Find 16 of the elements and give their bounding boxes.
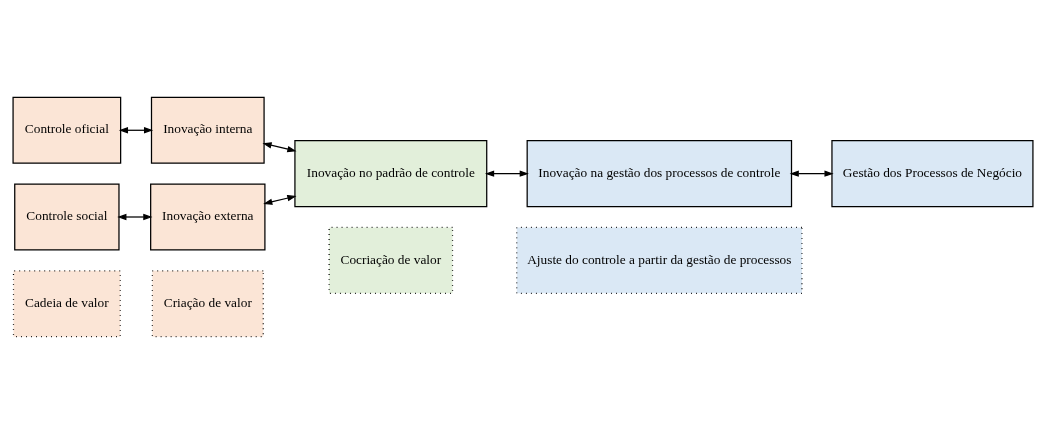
node-box: Inovação no padrão de controle: [294, 140, 488, 208]
arrow: [262, 142, 297, 153]
node-box: Criação de valor: [151, 270, 264, 338]
node-box: Cadeia de valor: [12, 270, 121, 338]
arrow: [117, 213, 153, 221]
arrow: [789, 170, 834, 177]
node-box: Inovação externa: [150, 183, 266, 251]
arrow: [263, 195, 297, 205]
node-box: Gestão dos Processos de Negócio: [831, 140, 1034, 208]
node-box: Controle oficial: [12, 96, 122, 164]
node-box: Inovação na gestão dos processos de controle: [526, 140, 793, 208]
node-box: Cocriação de valor: [328, 226, 454, 294]
node-box: Controle social: [14, 183, 120, 251]
node-box: Inovação interna: [150, 96, 265, 164]
node-box: Ajuste do controle a partir da gestão de processos: [516, 226, 803, 294]
arrow: [484, 170, 529, 177]
